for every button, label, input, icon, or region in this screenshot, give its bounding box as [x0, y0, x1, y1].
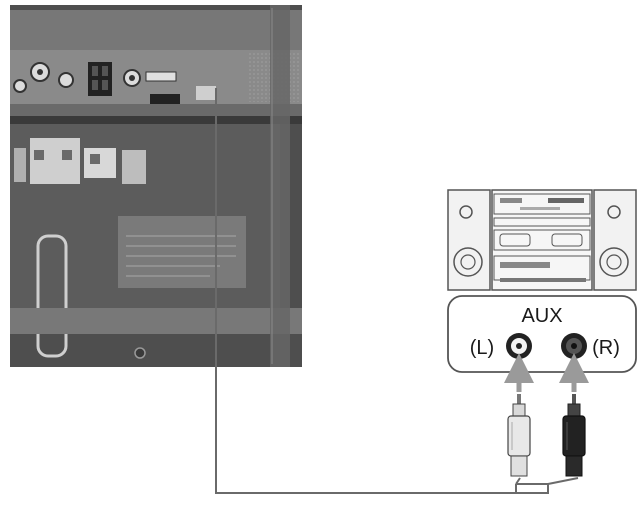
aux-label: AUX	[521, 305, 562, 327]
handle-icon	[36, 234, 68, 358]
port-block-icon	[88, 62, 112, 96]
av-jack-icon	[13, 79, 27, 93]
audio-cable	[215, 88, 549, 494]
tv-rear-panel-icon	[10, 5, 302, 367]
left-channel-label: (L)	[470, 337, 494, 359]
rca-plug-black-icon	[562, 394, 586, 477]
aux-jack-left-icon	[506, 333, 532, 359]
stereo-system-icon	[447, 189, 637, 291]
label-plate	[118, 216, 246, 288]
aux-jack-right-icon	[561, 333, 587, 359]
av-jack-icon	[58, 72, 74, 88]
speaker-left-icon	[447, 189, 491, 291]
speaker-right-icon	[593, 189, 637, 291]
aux-input-panel: AUX (L) (R)	[447, 295, 637, 373]
right-channel-label: (R)	[592, 337, 620, 359]
audio-out-jack-icon	[123, 69, 141, 87]
av-jack-icon	[30, 62, 50, 82]
rca-plug-white-icon	[507, 394, 531, 477]
